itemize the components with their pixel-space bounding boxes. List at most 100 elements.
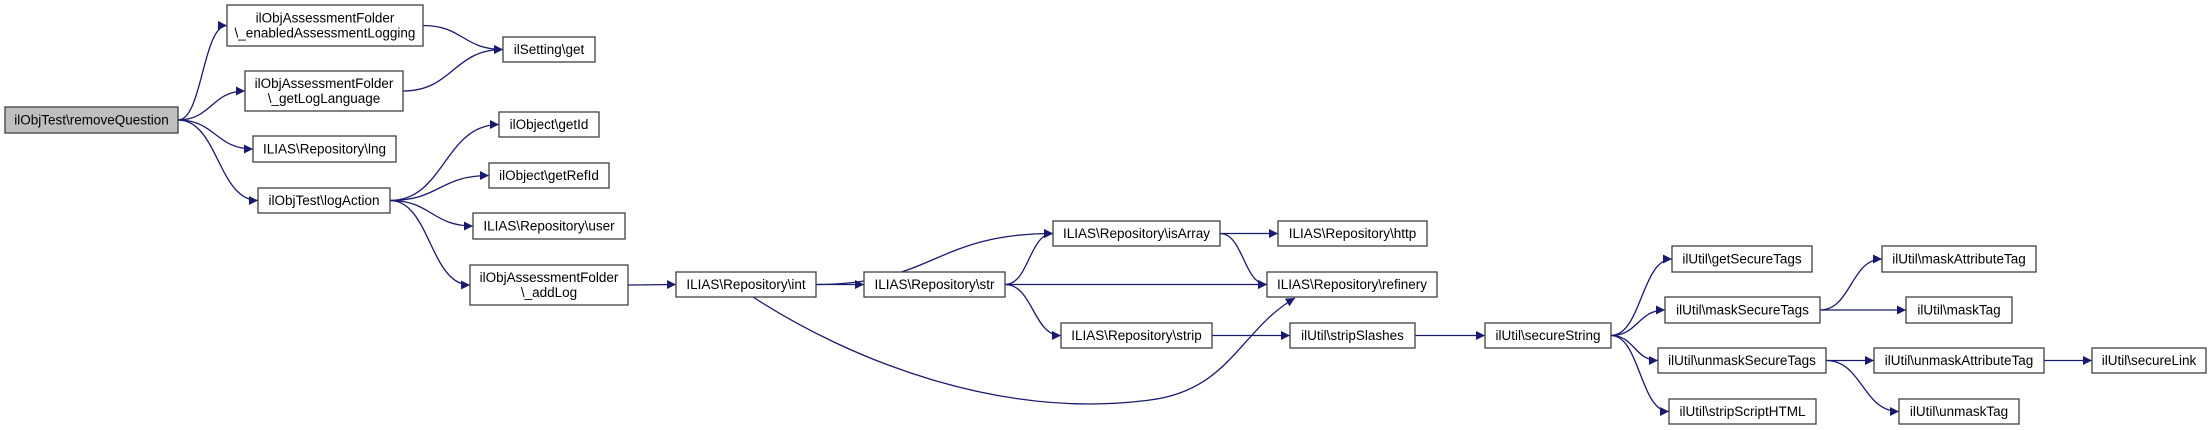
node-box — [244, 70, 404, 112]
node-mask-attribute-tag[interactable]: ilUtil\maskAttributeTag — [1881, 245, 2037, 273]
node-label: ILIAS\Repository\user — [483, 219, 615, 234]
edge-secure-string-to-strip-script-html — [1610, 334, 1670, 416]
node-label: \_getLogLanguage — [268, 91, 381, 106]
node-enabled-logging[interactable]: ilObjAssessmentFolder\_enabledAssessment… — [226, 4, 424, 47]
node-user[interactable]: ILIAS\Repository\user — [472, 212, 626, 240]
edge-remove-question-to-log-action — [177, 119, 259, 205]
node-get-id[interactable]: ilObject\getId — [498, 111, 600, 138]
node-box — [252, 135, 397, 163]
node-box — [1052, 220, 1221, 247]
node-label: ilUtil\unmaskTag — [1910, 404, 2008, 419]
node-label: ILIAS\Repository\refinery — [1277, 277, 1427, 292]
node-mask-tag[interactable]: ilUtil\maskTag — [1905, 296, 2013, 324]
node-box — [257, 187, 391, 214]
node-remove-question[interactable]: ilObjTest\removeQuestion — [4, 106, 179, 134]
node-label: ilSetting\get — [514, 42, 585, 57]
node-box — [1277, 220, 1428, 247]
node-box — [226, 4, 424, 47]
node-label: ilObjTest\removeQuestion — [14, 113, 169, 128]
node-box — [502, 36, 596, 63]
edge-str-to-strip — [1004, 283, 1062, 340]
node-label: ilUtil\getSecureTags — [1682, 252, 1802, 267]
node-get-log-language[interactable]: ilObjAssessmentFolder\_getLogLanguage — [244, 70, 404, 112]
edge-is-array-to-refinery — [1219, 232, 1268, 289]
node-add-log[interactable]: ilObjAssessmentFolder\_addLog — [469, 264, 629, 306]
node-box — [1873, 347, 2045, 374]
edge-int-to-refinery — [752, 296, 1296, 405]
node-box — [1671, 245, 1813, 273]
node-box — [488, 162, 610, 189]
node-label: ilUtil\stripSlashes — [1301, 328, 1404, 343]
node-setting-get[interactable]: ilSetting\get — [502, 36, 596, 63]
node-box — [472, 212, 626, 240]
node-secure-string[interactable]: ilUtil\secureString — [1484, 322, 1612, 349]
edges — [177, 21, 2092, 416]
node-label: ilUtil\secureLink — [2102, 353, 2197, 368]
node-label: ilUtil\stripScriptHTML — [1679, 404, 1806, 419]
node-mask-secure-tags[interactable]: ilUtil\maskSecureTags — [1664, 296, 1821, 324]
node-box — [1898, 398, 2020, 425]
nodes: ilObjTest\removeQuestion ilObjAssessmentF… — [4, 4, 2207, 425]
node-str[interactable]: ILIAS\Repository\str — [863, 271, 1006, 298]
node-strip[interactable]: ILIAS\Repository\strip — [1060, 322, 1213, 349]
edge-get-log-language-to-setting-get — [402, 45, 504, 92]
node-label: ilUtil\maskSecureTags — [1676, 303, 1809, 318]
node-box — [1657, 347, 1827, 374]
node-lng[interactable]: ILIAS\Repository\lng — [252, 135, 397, 163]
node-box — [1289, 322, 1416, 349]
node-get-ref-id[interactable]: ilObject\getRefId — [488, 162, 610, 189]
edge-remove-question-to-lng — [177, 119, 254, 154]
node-get-secure-tags[interactable]: ilUtil\getSecureTags — [1671, 245, 1813, 273]
edge-secure-string-to-mask-secure-tags — [1610, 305, 1666, 337]
node-box — [1484, 322, 1612, 349]
edge-secure-string-to-unmask-secure-tags — [1610, 334, 1659, 365]
node-label: ILIAS\Repository\http — [1289, 226, 1417, 241]
edge-log-action-to-get-id — [389, 120, 500, 202]
node-label: ilObjAssessmentFolder — [480, 270, 619, 285]
node-label: ILIAS\Repository\int — [686, 277, 806, 292]
edge-mask-secure-tags-to-mask-attribute-tag — [1819, 254, 1883, 311]
node-box — [1905, 296, 2013, 324]
node-box — [498, 111, 600, 138]
node-label: ilObjAssessmentFolder — [256, 11, 395, 26]
node-label: ilUtil\maskAttributeTag — [1892, 252, 2026, 267]
node-label: ilObject\getRefId — [499, 168, 599, 183]
edge-unmask-secure-tags-to-unmask-tag — [1825, 359, 1900, 416]
node-is-array[interactable]: ILIAS\Repository\isArray — [1052, 220, 1221, 247]
node-box — [4, 106, 179, 134]
edge-remove-question-to-enabled-logging — [177, 21, 228, 121]
node-log-action[interactable]: ilObjTest\logAction — [257, 187, 391, 214]
node-label: ilObjTest\logAction — [268, 193, 379, 208]
node-secure-link[interactable]: ilUtil\secureLink — [2091, 347, 2207, 374]
node-box — [469, 264, 629, 306]
node-refinery[interactable]: ILIAS\Repository\refinery — [1266, 271, 1438, 298]
edge-log-action-to-add-log — [389, 199, 471, 290]
node-label: ilObject\getId — [510, 117, 589, 132]
edge-log-action-to-get-ref-id — [389, 171, 490, 202]
node-strip-slashes[interactable]: ilUtil\stripSlashes — [1289, 322, 1416, 349]
node-box — [1266, 271, 1438, 298]
node-label: ILIAS\Repository\lng — [263, 142, 386, 157]
node-unmask-attribute-tag[interactable]: ilUtil\unmaskAttributeTag — [1873, 347, 2045, 374]
node-unmask-secure-tags[interactable]: ilUtil\unmaskSecureTags — [1657, 347, 1827, 374]
node-int[interactable]: ILIAS\Repository\int — [675, 271, 817, 298]
edge-log-action-to-user — [389, 199, 474, 231]
node-label: ilUtil\unmaskSecureTags — [1668, 353, 1816, 368]
node-label: ilUtil\unmaskAttributeTag — [1885, 353, 2034, 368]
node-strip-script-html[interactable]: ilUtil\stripScriptHTML — [1668, 398, 1817, 425]
node-label: \_enabledAssessmentLogging — [235, 26, 416, 41]
node-label: ILIAS\Repository\isArray — [1063, 226, 1210, 241]
node-label: ILIAS\Repository\str — [874, 277, 995, 292]
node-label: ilUtil\maskTag — [1917, 303, 2000, 318]
node-box — [1668, 398, 1817, 425]
node-box — [1881, 245, 2037, 273]
node-box — [2091, 347, 2207, 374]
node-unmask-tag[interactable]: ilUtil\unmaskTag — [1898, 398, 2020, 425]
edge-add-log-to-int — [627, 280, 677, 290]
node-label: ILIAS\Repository\strip — [1071, 328, 1202, 343]
node-http[interactable]: ILIAS\Repository\http — [1277, 220, 1428, 247]
edge-secure-string-to-get-secure-tags — [1610, 254, 1673, 337]
node-box — [1060, 322, 1213, 349]
edge-enabled-logging-to-setting-get — [422, 24, 504, 54]
